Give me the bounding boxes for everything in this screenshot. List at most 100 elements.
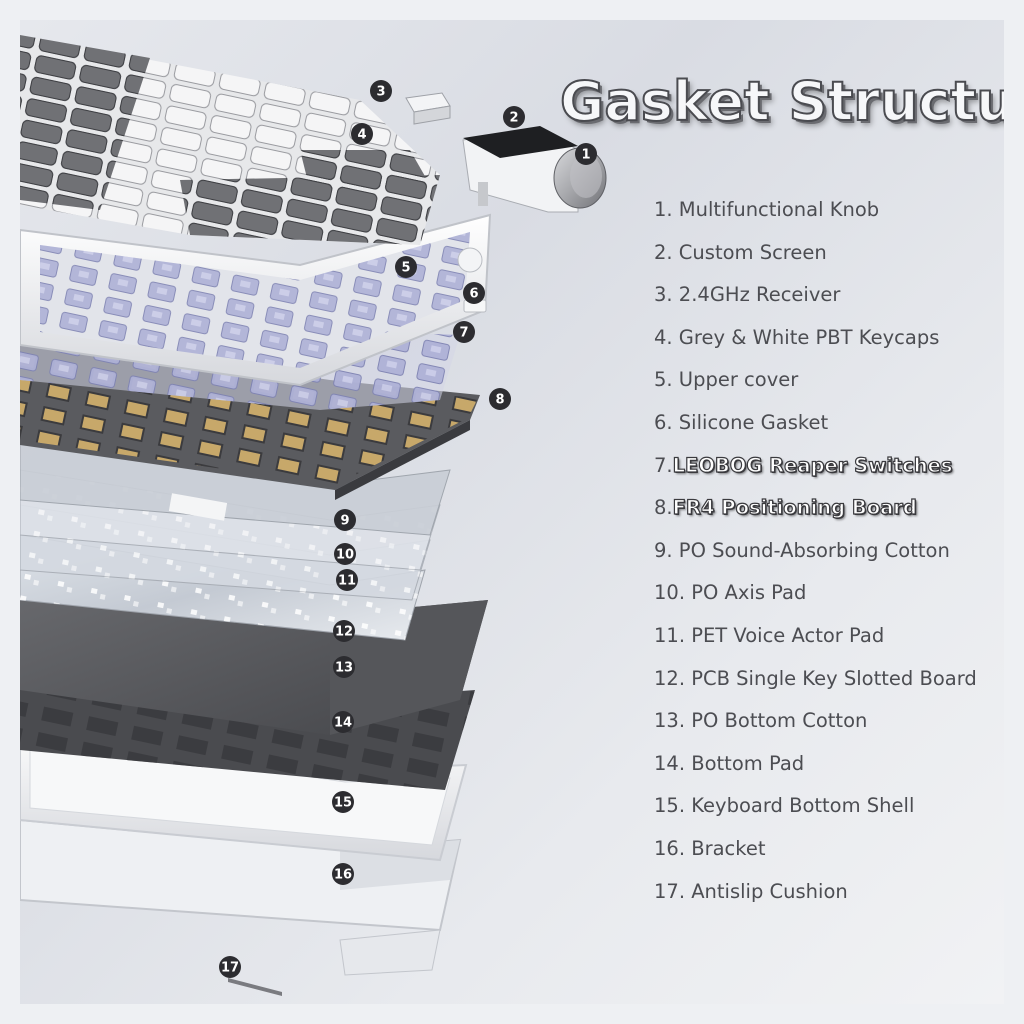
- legend-label: Antislip Cushion: [685, 879, 848, 903]
- part-marker-dot: [575, 143, 597, 165]
- legend-item: 4. Grey & White PBT Keycaps: [654, 322, 977, 365]
- legend-item: 12. PCB Single Key Slotted Board: [654, 663, 977, 706]
- part-marker-dot: [370, 80, 392, 102]
- legend-item: 8.FR4 Positioning Board: [654, 492, 977, 535]
- part-marker-number: 7: [459, 326, 468, 341]
- upper-cover-part: [20, 213, 492, 387]
- legend-item: 2. Custom Screen: [654, 237, 977, 280]
- part-marker-number: 11: [338, 574, 356, 589]
- part-marker-dot: [334, 543, 356, 565]
- part-marker-dot: [334, 509, 356, 531]
- part-marker-dot: [463, 282, 485, 304]
- legend-item: 9. PO Sound-Absorbing Cotton: [654, 535, 977, 578]
- part-marker-number: 16: [334, 868, 352, 883]
- legend-item: 17. Antislip Cushion: [654, 876, 977, 919]
- part-marker-dot: [503, 106, 525, 128]
- part-marker-number: 10: [336, 548, 354, 563]
- part-marker-number: 15: [334, 796, 352, 811]
- legend-item: 13. PO Bottom Cotton: [654, 705, 977, 748]
- part-marker-number: 12: [335, 625, 353, 640]
- part-marker-number: 1: [581, 148, 590, 163]
- part-marker: 5: [395, 256, 417, 278]
- legend-number: 3.: [654, 283, 673, 307]
- part-marker-dot: [453, 321, 475, 343]
- part-marker: 3: [370, 80, 392, 102]
- legend-number: 9.: [654, 538, 673, 562]
- part-marker-number: 9: [340, 514, 349, 529]
- legend-number: 17.: [654, 879, 686, 903]
- legend-label: FR4 Positioning Board: [672, 496, 917, 520]
- legend-number: 15.: [654, 794, 686, 818]
- legend-item: 14. Bottom Pad: [654, 748, 977, 791]
- diagram-title: Gasket Structure: [559, 69, 1004, 134]
- legend-number: 2.: [654, 240, 673, 264]
- legend-item: 15. Keyboard Bottom Shell: [654, 790, 977, 833]
- part-marker-number: 14: [334, 716, 352, 731]
- part-marker: 11: [336, 569, 358, 591]
- legend-label: PET Voice Actor Pad: [685, 623, 885, 647]
- legend-number: 12.: [654, 666, 686, 690]
- legend-number: 13.: [654, 709, 686, 733]
- legend-label: Grey & White PBT Keycaps: [672, 325, 940, 349]
- part-marker-number: 17: [221, 961, 239, 976]
- receiver-part: [405, 92, 451, 125]
- part-marker-number: 13: [335, 661, 353, 676]
- part-marker-dot: [332, 711, 354, 733]
- screen-module-part: [462, 126, 579, 213]
- legend-item: 6. Silicone Gasket: [654, 407, 977, 450]
- legend-number: 14.: [654, 751, 686, 775]
- part-marker-number: 6: [469, 287, 478, 302]
- legend-item: 10. PO Axis Pad: [654, 577, 977, 620]
- legend-number: 11.: [654, 623, 686, 647]
- part-marker: 6: [463, 282, 485, 304]
- part-marker-number: 2: [509, 111, 518, 126]
- legend-label: Multifunctional Knob: [672, 198, 880, 221]
- legend-label: PO Bottom Cotton: [685, 709, 868, 733]
- part-marker: 2: [503, 106, 525, 128]
- part-marker-number: 3: [376, 85, 385, 100]
- part-marker: 12: [333, 620, 355, 642]
- part-marker-dot: [333, 620, 355, 642]
- legend-number: 1.: [654, 198, 673, 221]
- legend-item: 16. Bracket: [654, 833, 977, 876]
- part-marker-dot: [395, 256, 417, 278]
- bracket-part: [20, 818, 462, 976]
- part-marker-number: 4: [357, 128, 366, 143]
- part-marker: 15: [332, 791, 354, 813]
- knob-part: [553, 147, 607, 209]
- part-marker-dot: [336, 569, 358, 591]
- antislip-cushion-part: [228, 978, 282, 996]
- legend-item: 11. PET Voice Actor Pad: [654, 620, 977, 663]
- part-marker-dot: [333, 656, 355, 678]
- legend-label: LEOBOG Reaper Switches: [672, 453, 953, 477]
- legend-label: Upper cover: [672, 368, 799, 392]
- part-marker: 14: [332, 711, 354, 733]
- legend-number: 5.: [654, 368, 673, 392]
- part-marker: 10: [334, 543, 356, 565]
- legend-item: 1. Multifunctional Knob: [654, 194, 977, 237]
- legend-item: 3. 2.4GHz Receiver: [654, 279, 977, 322]
- legend-label: PO Axis Pad: [685, 581, 807, 605]
- legend-label: Custom Screen: [672, 240, 827, 264]
- legend-number: 10.: [654, 581, 686, 605]
- part-marker-number: 5: [401, 261, 410, 276]
- legend-label: Bottom Pad: [685, 751, 805, 775]
- part-marker-dot: [489, 388, 511, 410]
- legend-label: 2.4GHz Receiver: [672, 283, 841, 307]
- legend-number: 7.: [654, 453, 673, 477]
- legend-item: 5. Upper cover: [654, 364, 977, 407]
- part-marker: 17: [219, 956, 241, 978]
- legend-label: Keyboard Bottom Shell: [685, 794, 915, 818]
- part-marker-dot: [332, 791, 354, 813]
- part-marker: 1: [575, 143, 597, 165]
- pbt-keycaps-part: [20, 35, 440, 245]
- legend-number: 6.: [654, 410, 673, 434]
- part-marker-dot: [332, 863, 354, 885]
- part-marker: 13: [333, 656, 355, 678]
- part-marker: 8: [489, 388, 511, 410]
- legend-label: PCB Single Key Slotted Board: [685, 666, 977, 690]
